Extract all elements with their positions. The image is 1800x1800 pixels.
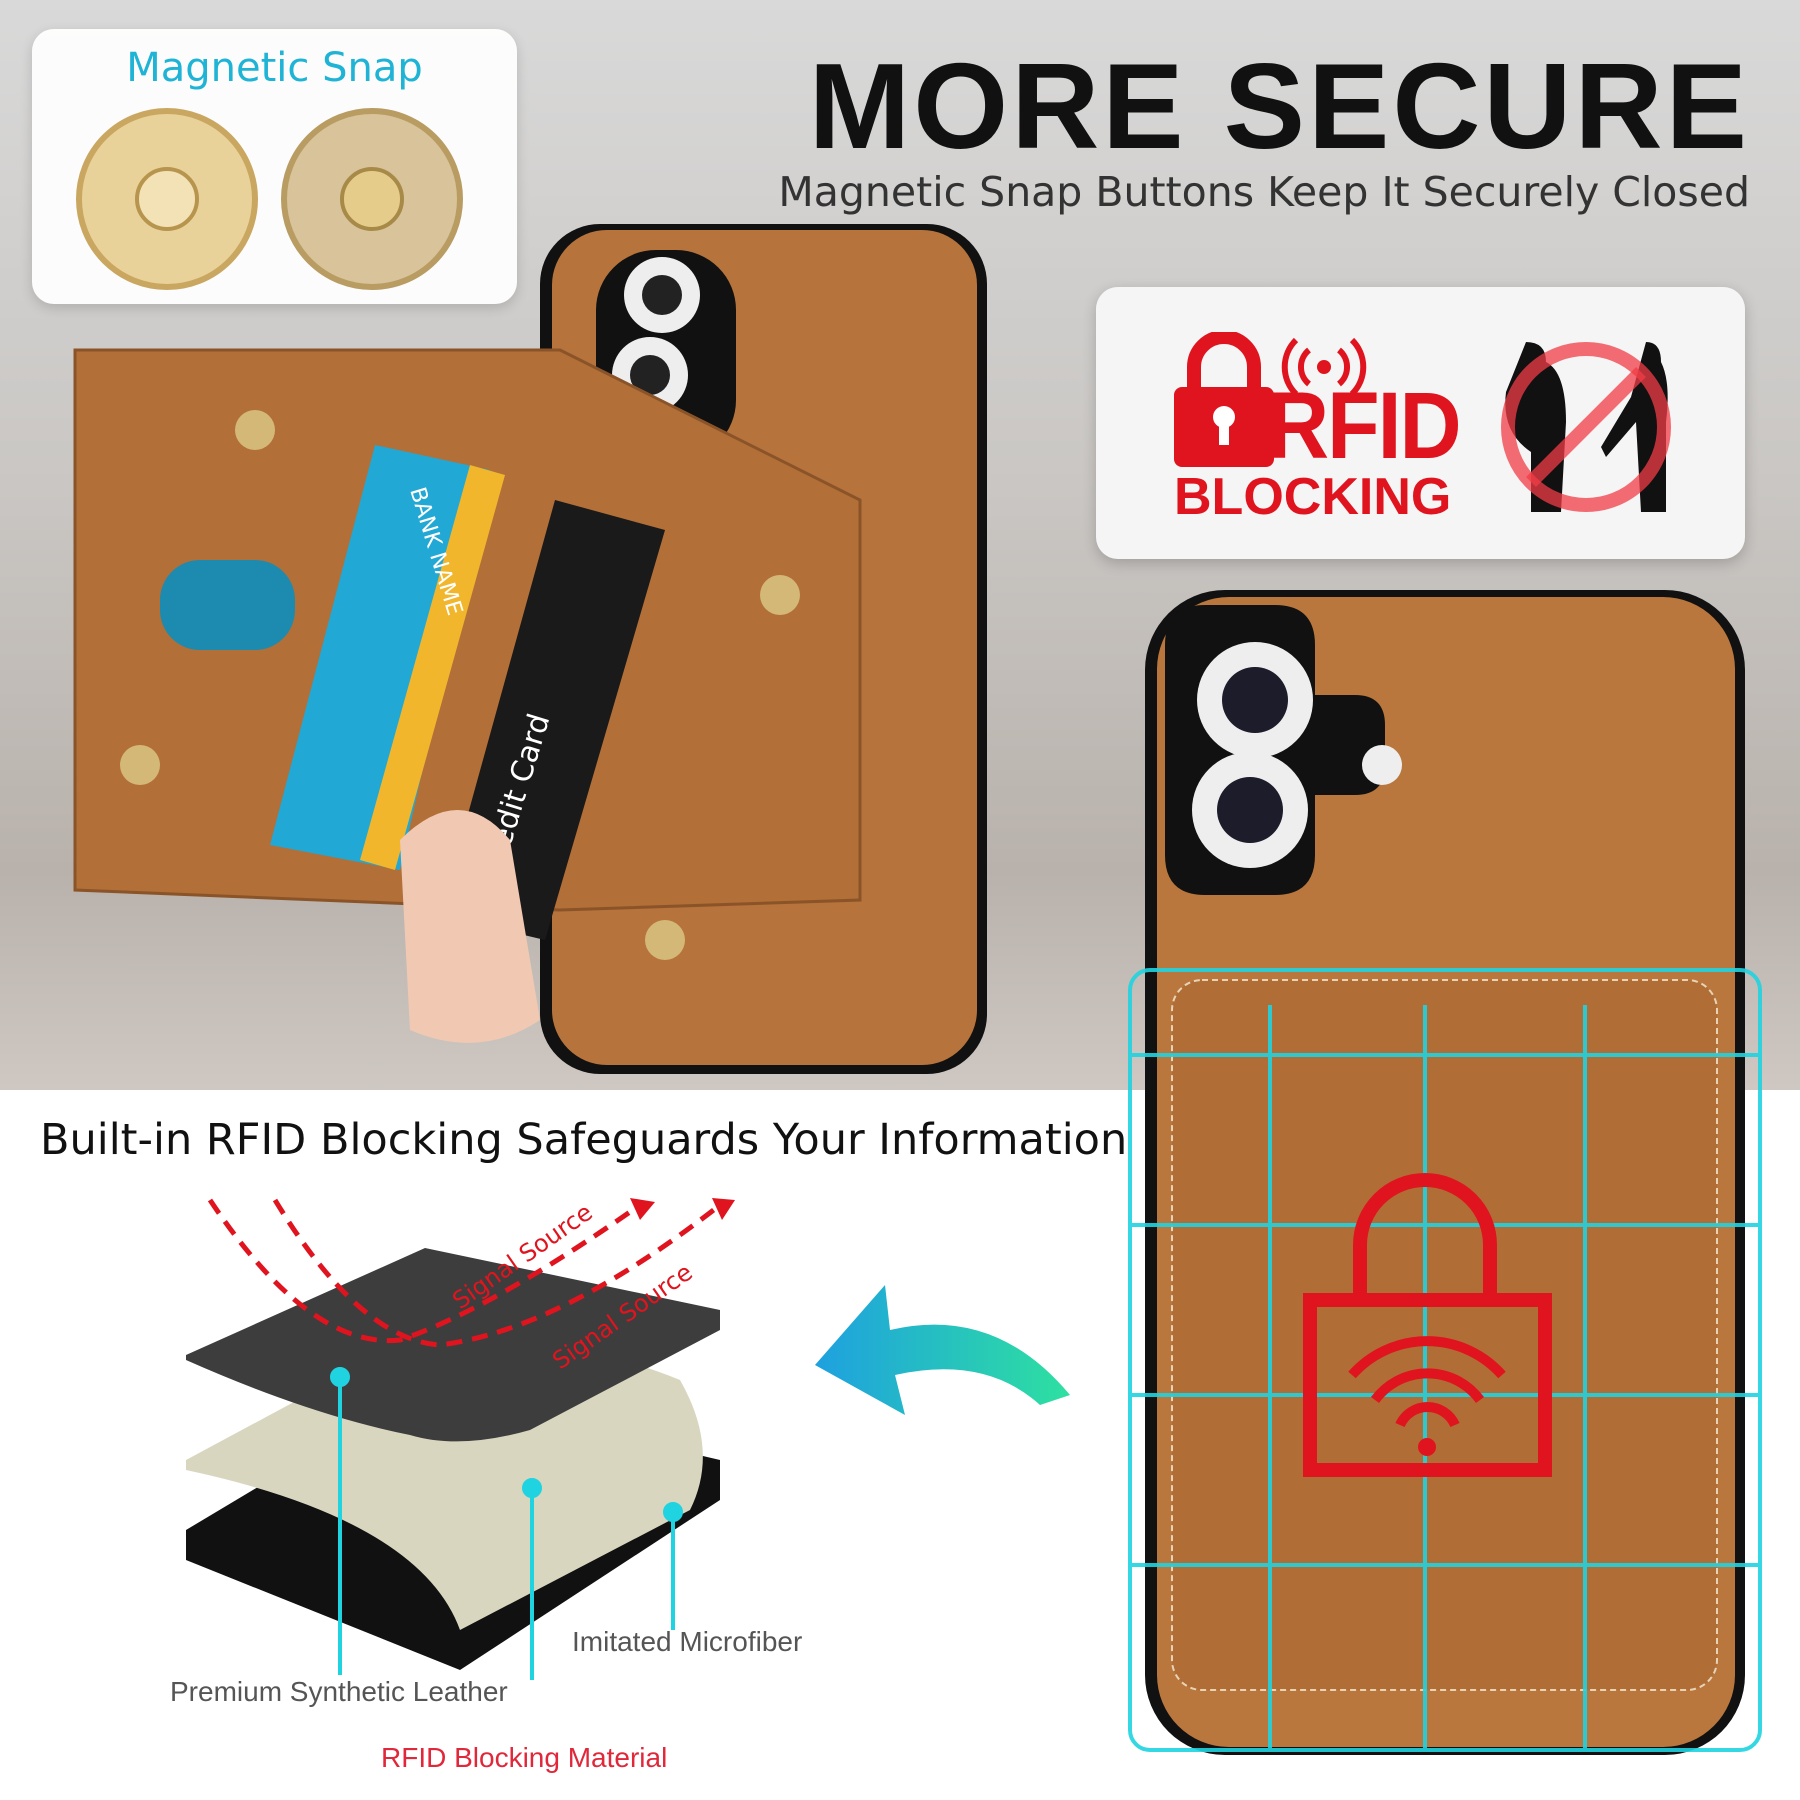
page-subtitle: Magnetic Snap Buttons Keep It Securely C… xyxy=(778,168,1750,216)
no-skimming-icon xyxy=(1501,342,1671,512)
rfid-layers-diagram: Signal Source Signal Source xyxy=(186,1198,735,1680)
page-title: MORE SECURE xyxy=(808,38,1750,174)
signal-paths xyxy=(207,1198,722,1348)
magnetic-snap-title: Magnetic Snap xyxy=(126,45,423,91)
wallet-flap xyxy=(73,348,862,912)
label-premium-leather: Premium Synthetic Leather xyxy=(170,1676,508,1707)
blocking-text: BLOCKING xyxy=(1174,468,1452,526)
card-window xyxy=(160,560,295,650)
snap-buttons-image xyxy=(76,108,463,290)
snap-buttons xyxy=(120,410,800,960)
rfid-material-layer xyxy=(186,1341,703,1630)
label-rfid-material: RFID Blocking Material xyxy=(381,1742,668,1773)
label-imitated-microfiber: Imitated Microfiber xyxy=(572,1626,803,1657)
lock-wifi-icon xyxy=(1303,1173,1552,1477)
wallet-phone-image: BANK NAME Credit Card xyxy=(73,224,987,1074)
rfid-heading: Built-in RFID Blocking Safeguards Your I… xyxy=(40,1115,1128,1165)
curved-arrow-icon xyxy=(815,1285,1070,1415)
rfid-badge-card: RFID BLOCKING xyxy=(1096,287,1745,559)
phone-back-image xyxy=(1128,590,1762,1755)
magnetic-snap-card: Magnetic Snap xyxy=(32,29,517,304)
callout-lines xyxy=(330,1367,683,1680)
rfid-text: RFID xyxy=(1267,373,1462,479)
card-pocket xyxy=(1171,979,1718,1691)
hand xyxy=(400,810,540,1043)
lock-signal-icon xyxy=(1174,332,1367,467)
